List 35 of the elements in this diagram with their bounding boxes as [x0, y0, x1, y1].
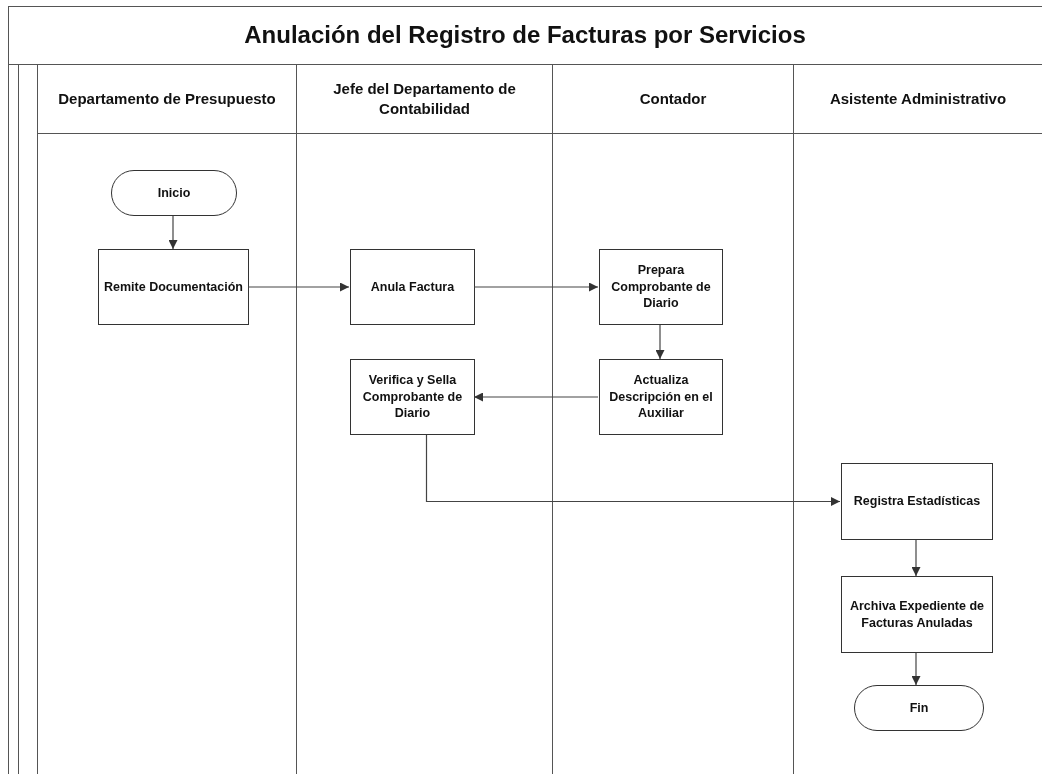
node-label: Registra Estadísticas — [852, 493, 982, 510]
swimlane — [793, 65, 1042, 774]
lane-header: Jefe del Departamento de Contabilidad — [332, 78, 517, 119]
diagram-title: Anulación del Registro de Facturas por Servicios — [244, 21, 806, 49]
process-box — [841, 463, 993, 540]
process-box — [350, 359, 475, 435]
lane-header: Departamento de Presupuesto — [57, 88, 277, 109]
node-label: Anula Factura — [369, 278, 456, 296]
process-box — [350, 249, 475, 325]
node-label: Archiva Expediente de Facturas Anuladas — [848, 597, 986, 632]
node-label: Verifica y Sella Comprobante de Diario — [361, 371, 464, 423]
process-box — [599, 249, 723, 325]
node-label: Prepara Comprobante de Diario — [610, 261, 712, 313]
terminal-shape — [854, 685, 984, 731]
process-box — [599, 359, 723, 435]
node-label: Fin — [908, 699, 930, 717]
arrow — [168, 215, 178, 250]
arrow — [247, 282, 350, 292]
arrow — [425, 434, 841, 506]
node-label: Remite Documentación — [103, 278, 244, 296]
node-label: Inicio — [156, 184, 192, 202]
arrow — [911, 652, 921, 686]
process-box — [841, 576, 993, 653]
arrow — [473, 392, 599, 402]
arrow — [911, 539, 921, 577]
arrow — [655, 324, 665, 360]
process-box — [98, 249, 249, 325]
swimlane — [37, 65, 296, 774]
lane-header: Contador — [638, 88, 708, 109]
swimlane — [552, 65, 793, 774]
node-label: Actualiza Descripción en el Auxiliar — [608, 371, 714, 423]
terminal-shape — [111, 170, 237, 216]
lane-header: Asistente Administrativo — [828, 88, 1008, 109]
swimlane — [296, 65, 552, 774]
arrow — [473, 282, 599, 292]
